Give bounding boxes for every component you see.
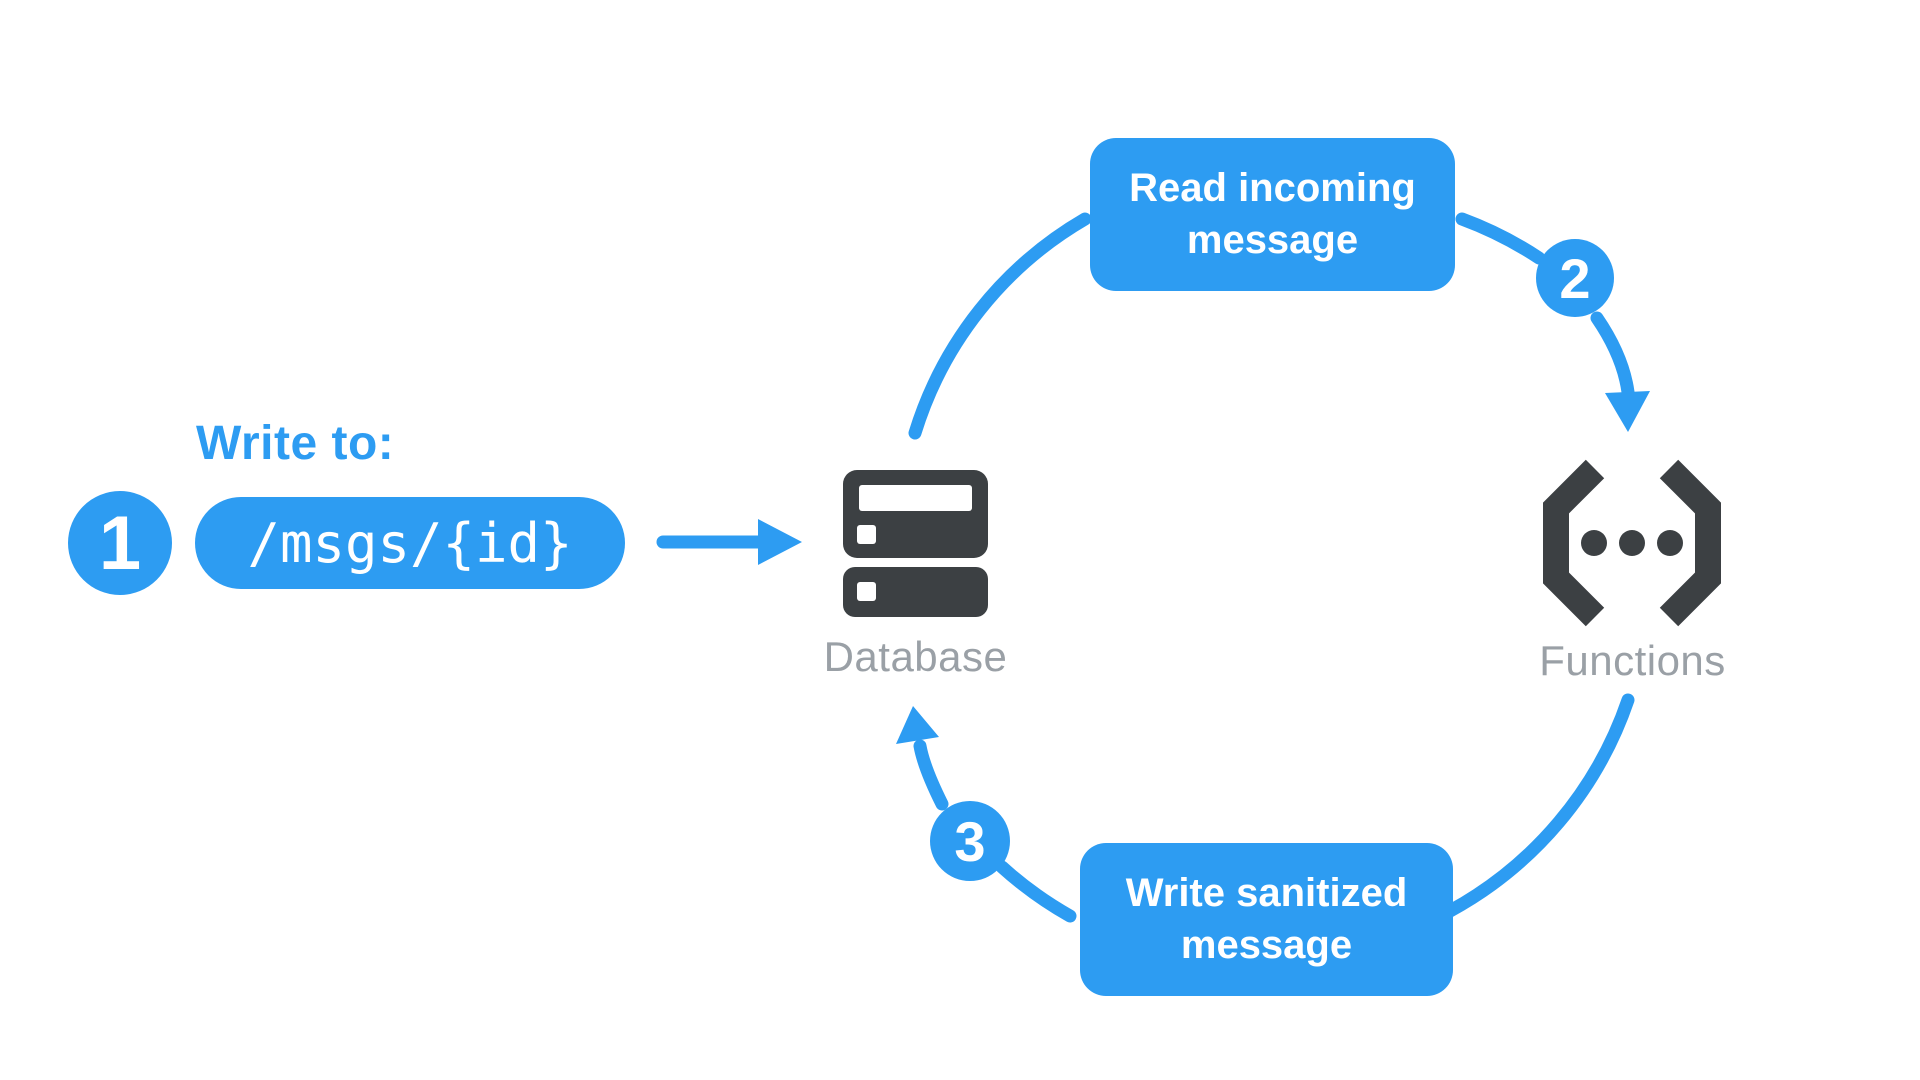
- arc-database-to-read: [908, 212, 1092, 440]
- write-sanitized-box: Write sanitized message: [1080, 843, 1453, 996]
- write-to-label: Write to:: [196, 417, 395, 470]
- curved-arrow-down-icon: [1605, 391, 1650, 432]
- step-3-number: 3: [954, 809, 986, 873]
- functions-label: Functions: [1539, 637, 1726, 684]
- curved-arrow-up-icon: [896, 706, 939, 744]
- arc-functions-to-write: [1443, 693, 1635, 918]
- database-icon: [843, 470, 988, 617]
- database-label: Database: [823, 633, 1008, 680]
- step-1-number: 1: [98, 500, 142, 586]
- arc-write-to-step3: [995, 860, 1077, 923]
- arrow-right-icon: [758, 519, 802, 565]
- arc-read-to-step2: [1455, 212, 1546, 265]
- step-1-badge: 1: [68, 491, 172, 595]
- read-incoming-box: Read incoming message: [1090, 138, 1455, 291]
- path-pill-text: /msgs/{id}: [247, 511, 573, 575]
- arrow-to-functions-shaft: [1590, 311, 1635, 399]
- path-pill: /msgs/{id}: [195, 497, 625, 589]
- step-2-badge: 2: [1536, 239, 1614, 317]
- step-2-number: 2: [1559, 246, 1591, 310]
- step-3-badge: 3: [930, 801, 1010, 881]
- arrow-to-database-shaft: [913, 739, 949, 811]
- functions-icon: [1543, 459, 1721, 627]
